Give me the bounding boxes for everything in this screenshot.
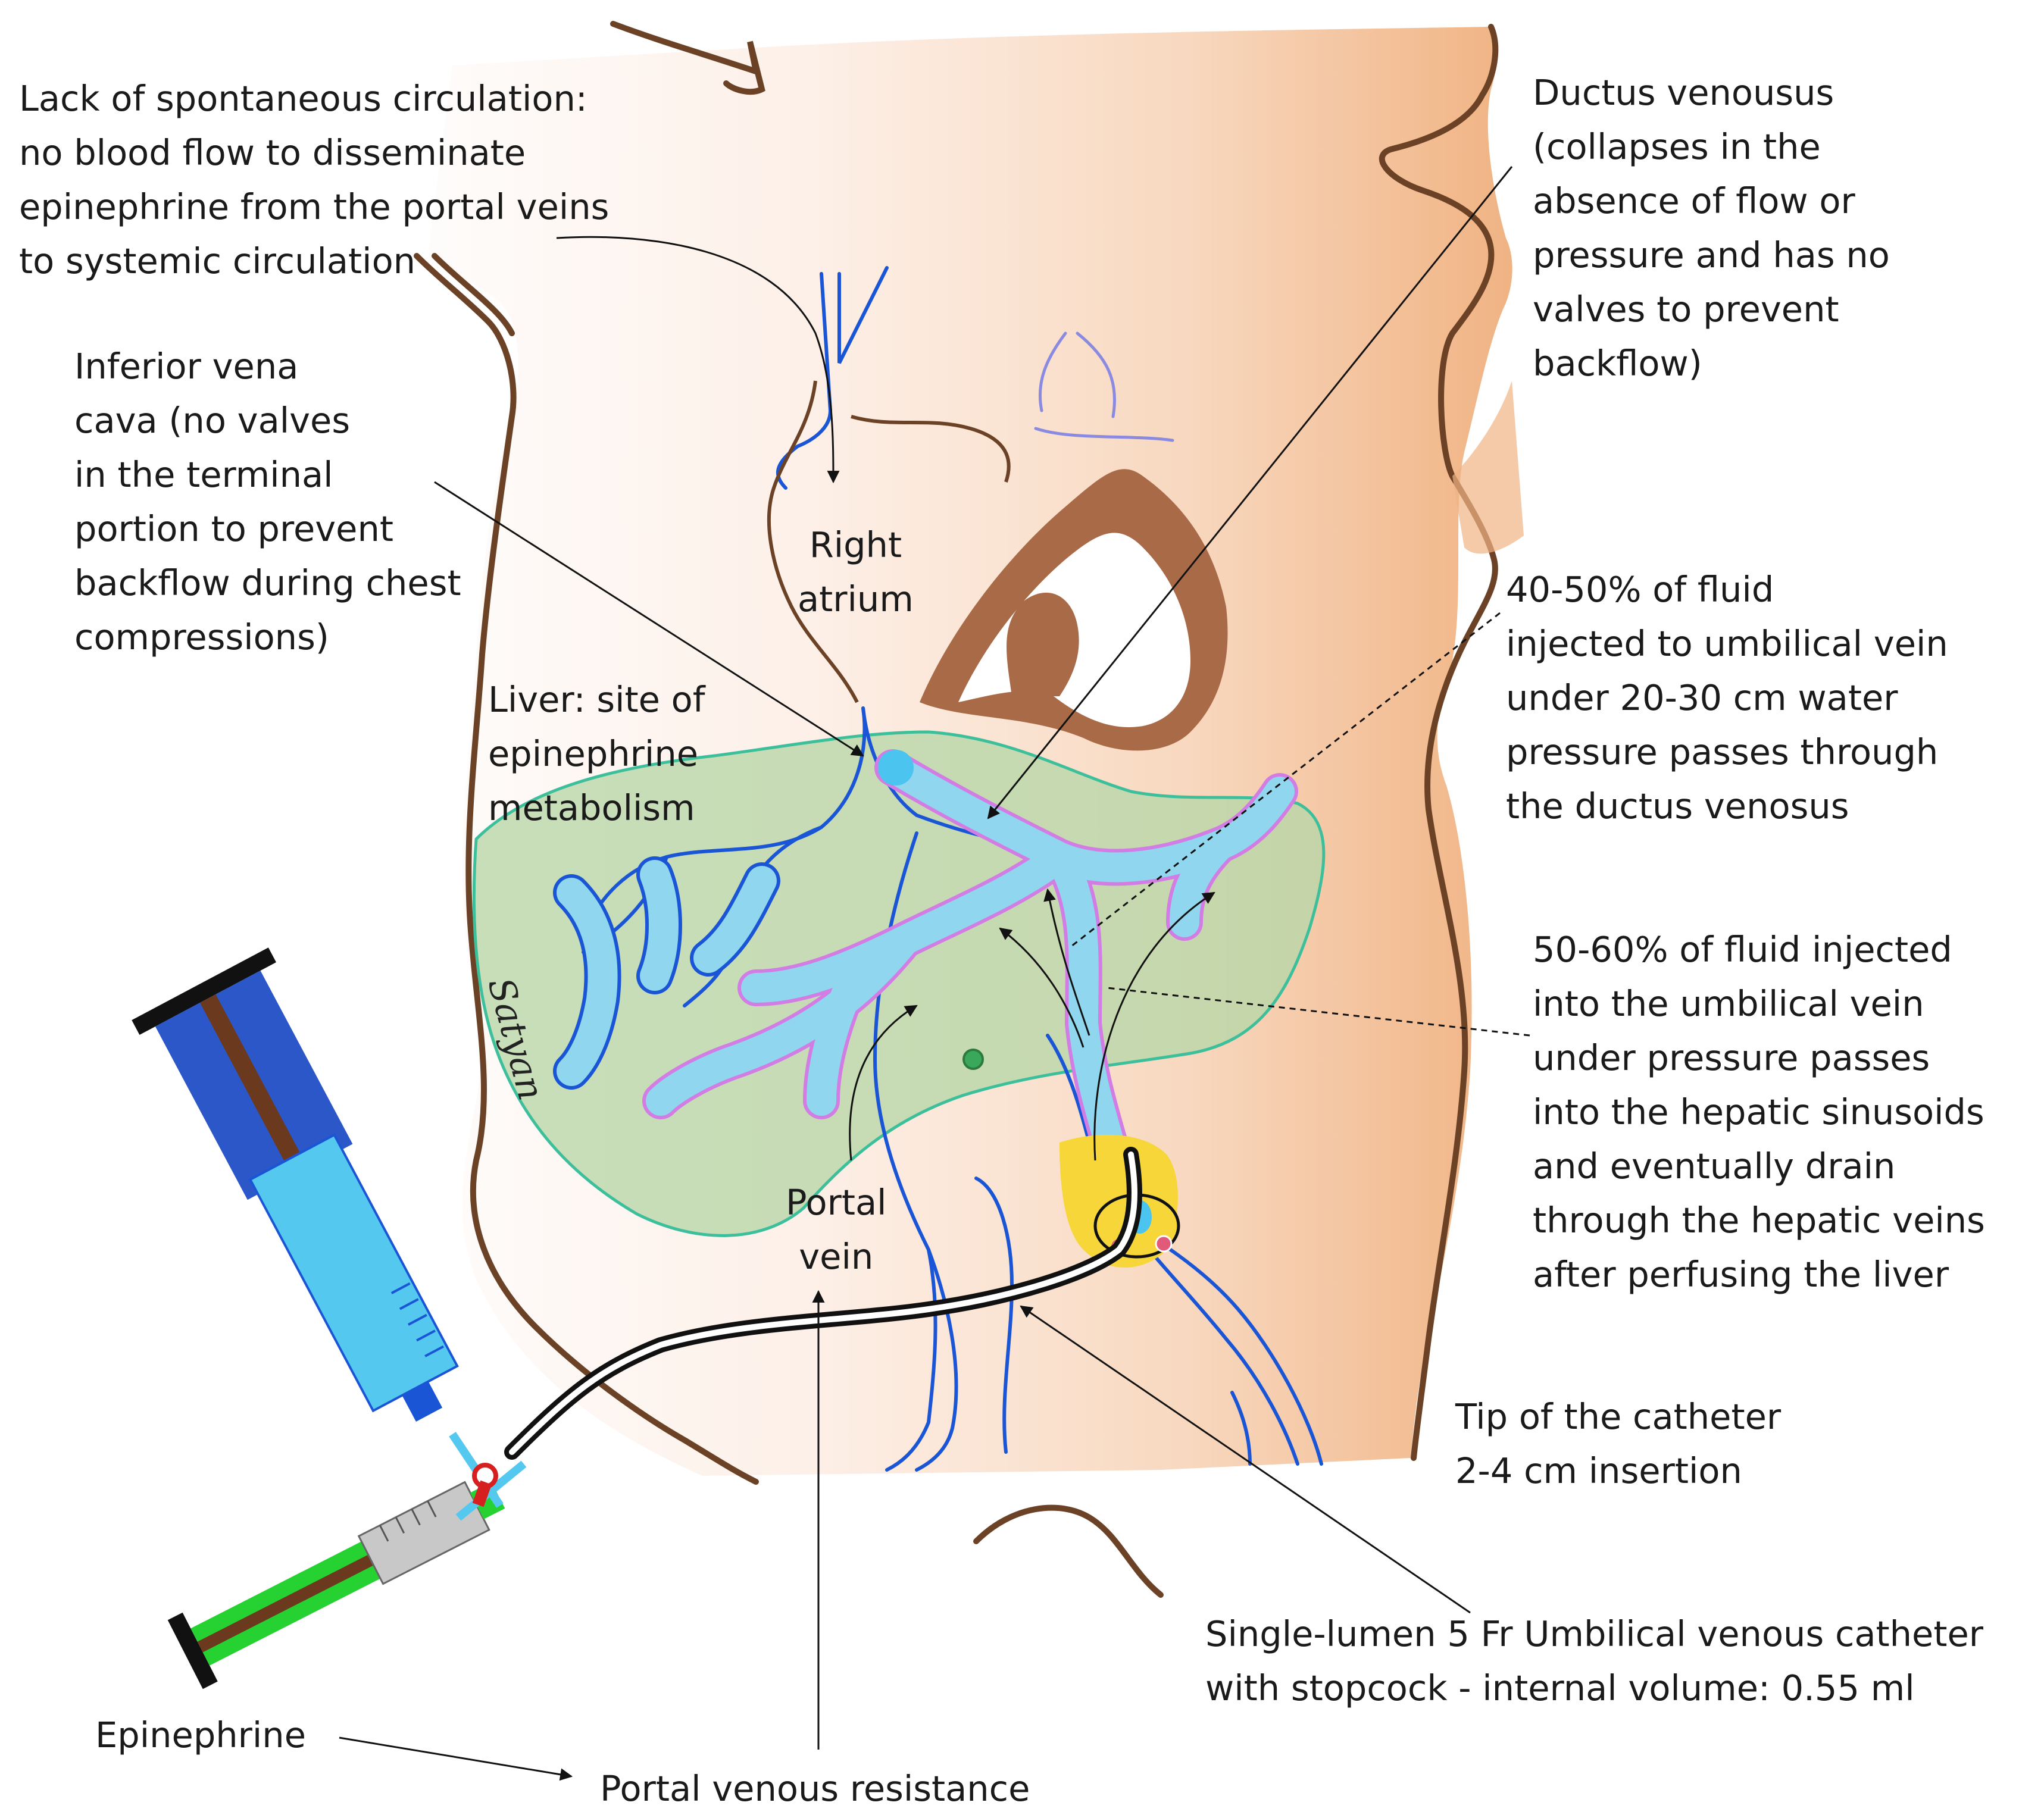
label-line: backflow) bbox=[1533, 343, 1702, 384]
label-liver: Liver: site of epinephrine metabolism bbox=[488, 672, 705, 835]
label-line: to systemic circulation bbox=[19, 240, 416, 281]
leader-catheter bbox=[1020, 1305, 1471, 1614]
flow-arrow-2 bbox=[999, 927, 1084, 1048]
label-line: compressions) bbox=[74, 617, 329, 658]
label-ivc: Inferior vena cava (no valves in the ter… bbox=[74, 339, 461, 664]
label-line: under pressure passes bbox=[1533, 1037, 1930, 1078]
heart bbox=[920, 469, 1228, 751]
label-line: epinephrine bbox=[488, 733, 699, 774]
pelvis-outline bbox=[973, 1504, 1164, 1598]
label-line: injected to umbilical vein bbox=[1506, 623, 1948, 664]
label-epinephrine: Epinephrine bbox=[95, 1714, 306, 1756]
label-line: under 20-30 cm water bbox=[1506, 677, 1898, 718]
stopcock bbox=[449, 1432, 527, 1521]
flow-arrow-3 bbox=[1093, 891, 1215, 1161]
leader-fluid-40-50 bbox=[1071, 612, 1501, 947]
leader-ivc bbox=[434, 481, 864, 757]
leader-lack-of-circulation bbox=[556, 236, 840, 484]
syringe-epinephrine bbox=[167, 1481, 505, 1689]
label-line: into the umbilical vein bbox=[1533, 983, 1924, 1024]
label-line: Single-lumen 5 Fr Umbilical venous cathe… bbox=[1205, 1613, 1984, 1654]
right-atrium-vessel bbox=[767, 380, 1011, 703]
lung-vessel-right bbox=[1034, 427, 1174, 442]
hepatic-vein-trunk bbox=[587, 706, 867, 924]
label-line: pressure and has no bbox=[1533, 234, 1890, 276]
portal-sinusoids bbox=[642, 749, 1298, 1197]
label-line: with stopcock - internal volume: 0.55 ml bbox=[1205, 1667, 1915, 1709]
label-lack-of-circulation: Lack of spontaneous circulation: no bloo… bbox=[19, 71, 609, 288]
neck-outline-left bbox=[610, 21, 765, 95]
label-line: absence of flow or bbox=[1533, 180, 1855, 221]
label-line: Tip of the catheter bbox=[1455, 1396, 1782, 1437]
label-catheter: Single-lumen 5 Fr Umbilical venous cathe… bbox=[1205, 1607, 1983, 1715]
label-line: the ductus venosus bbox=[1506, 786, 1849, 827]
label-line: through the hepatic veins bbox=[1533, 1200, 1985, 1241]
label-line: valves to prevent bbox=[1533, 289, 1839, 330]
label-line: Liver: site of bbox=[488, 679, 705, 720]
leader-portal-vein bbox=[849, 1005, 918, 1161]
label-line: (collapses in the bbox=[1533, 126, 1821, 167]
leader-fluid-50-60 bbox=[1107, 987, 1530, 1037]
label-portal-vein: Portal vein bbox=[786, 1175, 887, 1284]
label-line: pressure passes through bbox=[1506, 731, 1939, 772]
lung-vessel-left bbox=[1038, 331, 1116, 418]
leader-epinephrine bbox=[339, 1736, 573, 1781]
label-line: 40-50% of fluid bbox=[1506, 569, 1774, 610]
label-line: into the hepatic sinusoids bbox=[1533, 1091, 1984, 1132]
leader-ductus bbox=[987, 166, 1513, 819]
right-torso-outline bbox=[1411, 473, 1498, 1461]
label-right-atrium: Right atrium bbox=[798, 518, 914, 626]
label-line: cava (no valves bbox=[74, 400, 351, 441]
syringe-flush bbox=[132, 947, 459, 1422]
right-arm-shading bbox=[1452, 381, 1524, 554]
label-line: Ductus venousus bbox=[1533, 72, 1834, 113]
label-fluid-40-50: 40-50% of fluid injected to umbilical ve… bbox=[1506, 562, 1948, 833]
neck-outline-right bbox=[1379, 24, 1499, 479]
label-line: backflow during chest bbox=[74, 562, 461, 603]
label-line: in the terminal bbox=[74, 454, 333, 495]
label-line: and eventually drain bbox=[1533, 1146, 1896, 1187]
label-line: 50-60% of fluid injected bbox=[1533, 929, 1952, 970]
label-ductus-venosus: Ductus venousus (collapses in the absenc… bbox=[1533, 65, 1890, 390]
arm-left-outline bbox=[432, 253, 515, 336]
label-line: Right bbox=[809, 524, 902, 565]
flow-arrow-1 bbox=[1043, 888, 1090, 1036]
label-line: vein bbox=[799, 1236, 874, 1277]
label-portal-resistance: Portal venous resistance bbox=[600, 1768, 1030, 1809]
label-line: metabolism bbox=[488, 787, 695, 828]
label-line: epinephrine from the portal veins bbox=[19, 186, 610, 227]
label-line: Inferior vena bbox=[74, 346, 299, 387]
label-fluid-50-60: 50-60% of fluid injected into the umbili… bbox=[1533, 922, 1985, 1301]
catheter-tube bbox=[504, 1147, 1142, 1460]
label-catheter-tip: Tip of the catheter 2-4 cm insertion bbox=[1455, 1390, 1781, 1498]
label-line: Lack of spontaneous circulation: bbox=[19, 78, 587, 119]
label-line: no blood flow to disseminate bbox=[19, 132, 526, 173]
label-line: Portal bbox=[786, 1182, 887, 1223]
label-line: atrium bbox=[798, 578, 914, 619]
label-line: after perfusing the liver bbox=[1533, 1254, 1949, 1295]
label-line: 2-4 cm insertion bbox=[1455, 1450, 1742, 1491]
label-line: portion to prevent bbox=[74, 508, 394, 549]
